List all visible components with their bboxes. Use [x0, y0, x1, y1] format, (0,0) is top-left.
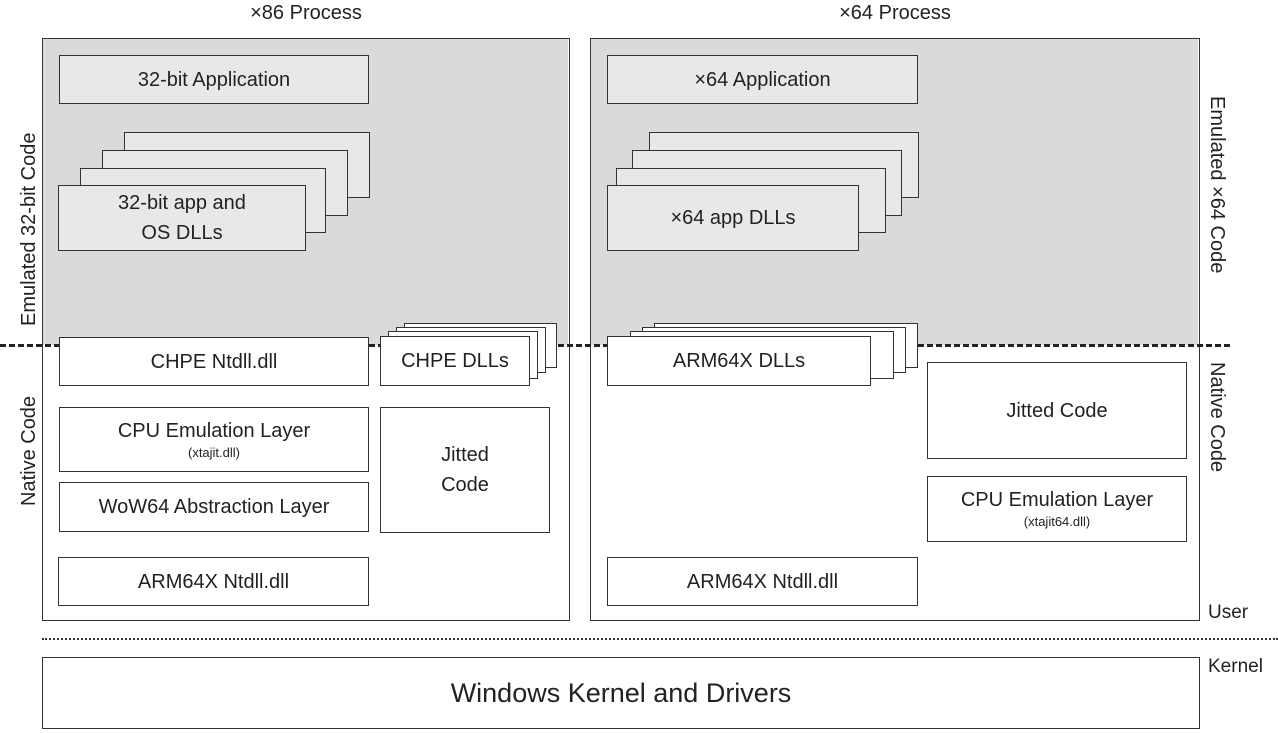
x64-app-dlls-box: ×64 app DLLs: [607, 185, 859, 251]
x86-native-code-label: Native Code: [18, 395, 40, 506]
x64-cpu-emulation-layer-box: CPU Emulation Layer (xtajit64.dll): [927, 476, 1187, 542]
x64-arm64x-ntdll-label: ARM64X Ntdll.dll: [686, 570, 839, 593]
xtajit64-dll-label: (xtajit64.dll): [1023, 514, 1091, 529]
x86-app-dlls-label-line2: OS DLLs: [141, 222, 223, 244]
arm64x-dlls-box: ARM64X DLLs: [607, 336, 871, 386]
x64-cpu-emulation-label: CPU Emulation Layer: [960, 489, 1154, 511]
x64-jitted-code-label: Jitted Code: [1006, 399, 1108, 422]
x86-process-title: ×86 Process: [250, 2, 362, 24]
x86-arm64x-ntdll-box: ARM64X Ntdll.dll: [58, 557, 369, 606]
chpe-ntdll-label: CHPE Ntdll.dll: [150, 350, 278, 373]
x86-jitted-code-box: Jitted Code: [380, 407, 550, 533]
x64-native-code-label: Native Code: [1206, 362, 1228, 473]
x64-jitted-code-box: Jitted Code: [927, 362, 1187, 459]
x86-arm64x-ntdll-label: ARM64X Ntdll.dll: [137, 570, 290, 593]
x64-process-title: ×64 Process: [839, 2, 951, 24]
x64-application-label: ×64 Application: [694, 68, 831, 91]
x64-application-box: ×64 Application: [607, 55, 918, 104]
chpe-dlls-box: CHPE DLLs: [380, 336, 530, 386]
emulated-32bit-code-label: Emulated 32-bit Code: [18, 132, 40, 326]
x86-cpu-emulation-label: CPU Emulation Layer: [117, 419, 311, 442]
arm64x-dlls-label: ARM64X DLLs: [672, 350, 806, 372]
x86-jitted-label-line1: Jitted: [441, 444, 489, 466]
chpe-ntdll-box: CHPE Ntdll.dll: [59, 337, 369, 386]
emulated-x64-code-label: Emulated ×64 Code: [1206, 96, 1228, 274]
user-kernel-boundary: [42, 638, 1278, 640]
chpe-dlls-label: CHPE DLLs: [401, 350, 509, 372]
windows-kernel-and-drivers-box: Windows Kernel and Drivers: [42, 657, 1200, 729]
x86-app-dlls-label-line1: 32-bit app and: [118, 192, 246, 214]
x64-arm64x-ntdll-box: ARM64X Ntdll.dll: [607, 557, 918, 606]
x86-32bit-application-label: 32-bit Application: [137, 68, 291, 91]
x64-app-dlls-label: ×64 app DLLs: [670, 207, 796, 229]
wow64-abstraction-layer-label: WoW64 Abstraction Layer: [98, 496, 330, 518]
windows-kernel-and-drivers-label: Windows Kernel and Drivers: [450, 678, 792, 708]
x86-jitted-label-line2: Code: [441, 474, 489, 496]
user-mode-label: User: [1208, 602, 1249, 623]
xtajit-dll-label: (xtajit.dll): [187, 444, 240, 460]
x86-app-dlls-box: 32-bit app and OS DLLs: [58, 185, 306, 251]
wow64-abstraction-layer-box: WoW64 Abstraction Layer: [59, 482, 369, 532]
x86-cpu-emulation-layer-box: CPU Emulation Layer (xtajit.dll): [59, 407, 369, 472]
kernel-mode-label: Kernel: [1208, 656, 1263, 677]
x86-32bit-application-box: 32-bit Application: [59, 55, 369, 104]
